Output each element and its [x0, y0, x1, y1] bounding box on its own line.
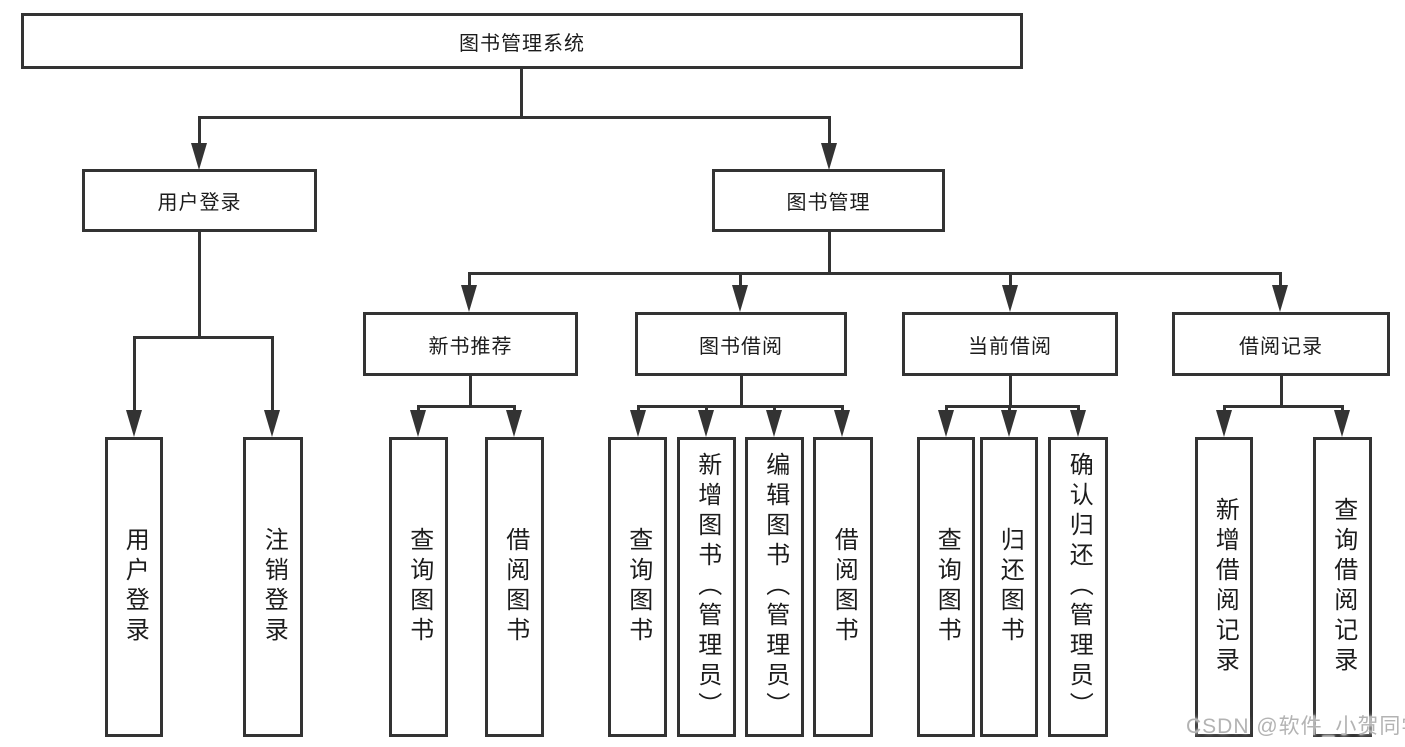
csdn-watermark: CSDN @软件_小贺同学: [1186, 715, 1405, 738]
node-login: 用户登录: [105, 437, 163, 737]
node-root-label: 图书管理系统: [459, 32, 585, 55]
connector-line: [1223, 405, 1226, 413]
connector-line: [468, 272, 1282, 275]
node-return-book: 归还图书: [980, 437, 1038, 737]
node-add-book-admin-label: 新增图书（管理员）: [693, 452, 721, 722]
node-new-book-recommend-label: 新书推荐: [428, 335, 513, 358]
arrowhead-down-icon: [461, 285, 477, 312]
connector-line: [133, 336, 273, 339]
node-book-management: 图书管理: [712, 169, 945, 232]
connector-line: [198, 116, 831, 119]
connector-line: [468, 272, 471, 287]
arrowhead-down-icon: [698, 410, 714, 437]
connector-line: [1077, 405, 1080, 413]
arrowhead-down-icon: [410, 410, 426, 437]
connector-line: [520, 69, 523, 118]
connector-line: [133, 336, 136, 412]
node-current-query-books-label: 查询图书: [933, 527, 961, 647]
node-borrow-borrow-books: 借阅图书: [813, 437, 873, 737]
connector-line: [740, 376, 743, 407]
node-user-login: 用户登录: [82, 169, 317, 232]
arrowhead-down-icon: [1272, 285, 1288, 312]
node-borrow-records-label: 借阅记录: [1239, 335, 1323, 358]
connector-line: [945, 405, 948, 413]
node-query-borrow-record-label: 查询借阅记录: [1329, 497, 1357, 677]
connector-line: [1280, 376, 1283, 407]
arrowhead-down-icon: [506, 410, 522, 437]
connector-line: [469, 376, 472, 407]
connector-line: [773, 405, 776, 413]
node-user-login-label: 用户登录: [157, 192, 242, 214]
connector-line: [739, 272, 742, 287]
connector-line: [705, 405, 708, 413]
arrowhead-down-icon: [1334, 410, 1350, 437]
node-edit-book-admin: 编辑图书（管理员）: [745, 437, 804, 737]
connector-line: [1279, 272, 1282, 287]
node-book-management-label: 图书管理: [786, 192, 871, 214]
node-newrec-query-books: 查询图书: [389, 437, 448, 737]
arrowhead-down-icon: [766, 410, 782, 437]
arrowhead-down-icon: [1216, 410, 1232, 437]
arrowhead-down-icon: [630, 410, 646, 437]
connector-line: [1009, 272, 1012, 287]
arrowhead-down-icon: [126, 410, 142, 437]
connector-line: [271, 336, 274, 412]
node-current-query-books: 查询图书: [917, 437, 975, 737]
connector-line: [945, 405, 1079, 408]
node-confirm-return-admin: 确认归还（管理员）: [1048, 437, 1108, 737]
node-logout: 注销登录: [243, 437, 303, 737]
connector-line: [828, 232, 831, 275]
node-new-book-recommend: 新书推荐: [363, 312, 578, 376]
node-confirm-return-admin-label: 确认归还（管理员）: [1065, 452, 1093, 722]
node-add-book-admin: 新增图书（管理员）: [677, 437, 736, 737]
arrowhead-down-icon: [191, 143, 207, 170]
arrowhead-down-icon: [821, 143, 837, 170]
connector-line: [417, 405, 516, 408]
node-current-borrowing: 当前借阅: [902, 312, 1118, 376]
node-edit-book-admin-label: 编辑图书（管理员）: [761, 452, 789, 722]
connector-line: [198, 232, 201, 338]
connector-line: [1008, 405, 1011, 413]
node-logout-label: 注销登录: [260, 527, 288, 647]
connector-line: [637, 405, 640, 413]
node-add-borrow-record-label: 新增借阅记录: [1211, 497, 1239, 677]
node-borrow-borrow-books-label: 借阅图书: [830, 527, 858, 647]
arrowhead-down-icon: [1002, 285, 1018, 312]
arrowhead-down-icon: [1001, 410, 1017, 437]
node-book-borrowing: 图书借阅: [635, 312, 847, 376]
node-borrow-query-books-label: 查询图书: [624, 527, 652, 647]
node-newrec-query-books-label: 查询图书: [405, 527, 433, 647]
connector-line: [198, 116, 201, 144]
connector-line: [417, 405, 420, 413]
arrowhead-down-icon: [1070, 410, 1086, 437]
node-login-label: 用户登录: [121, 527, 149, 647]
node-borrow-query-books: 查询图书: [608, 437, 667, 737]
connector-line: [1223, 405, 1344, 408]
connector-line: [637, 405, 843, 408]
arrowhead-down-icon: [264, 410, 280, 437]
node-return-book-label: 归还图书: [996, 527, 1024, 647]
arrowhead-down-icon: [938, 410, 954, 437]
connector-line: [1341, 405, 1344, 413]
connector-line: [841, 405, 844, 413]
arrowhead-down-icon: [834, 410, 850, 437]
node-borrow-records: 借阅记录: [1172, 312, 1390, 376]
node-add-borrow-record: 新增借阅记录: [1195, 437, 1253, 737]
connector-line: [828, 116, 831, 144]
connector-line: [513, 405, 516, 413]
node-book-borrowing-label: 图书借阅: [699, 335, 783, 358]
node-newrec-borrow-books: 借阅图书: [485, 437, 544, 737]
node-query-borrow-record: 查询借阅记录: [1313, 437, 1372, 737]
connector-line: [1009, 376, 1012, 407]
node-root: 图书管理系统: [21, 13, 1023, 69]
node-current-borrowing-label: 当前借阅: [968, 335, 1052, 358]
node-newrec-borrow-books-label: 借阅图书: [501, 527, 529, 647]
arrowhead-down-icon: [732, 285, 748, 312]
